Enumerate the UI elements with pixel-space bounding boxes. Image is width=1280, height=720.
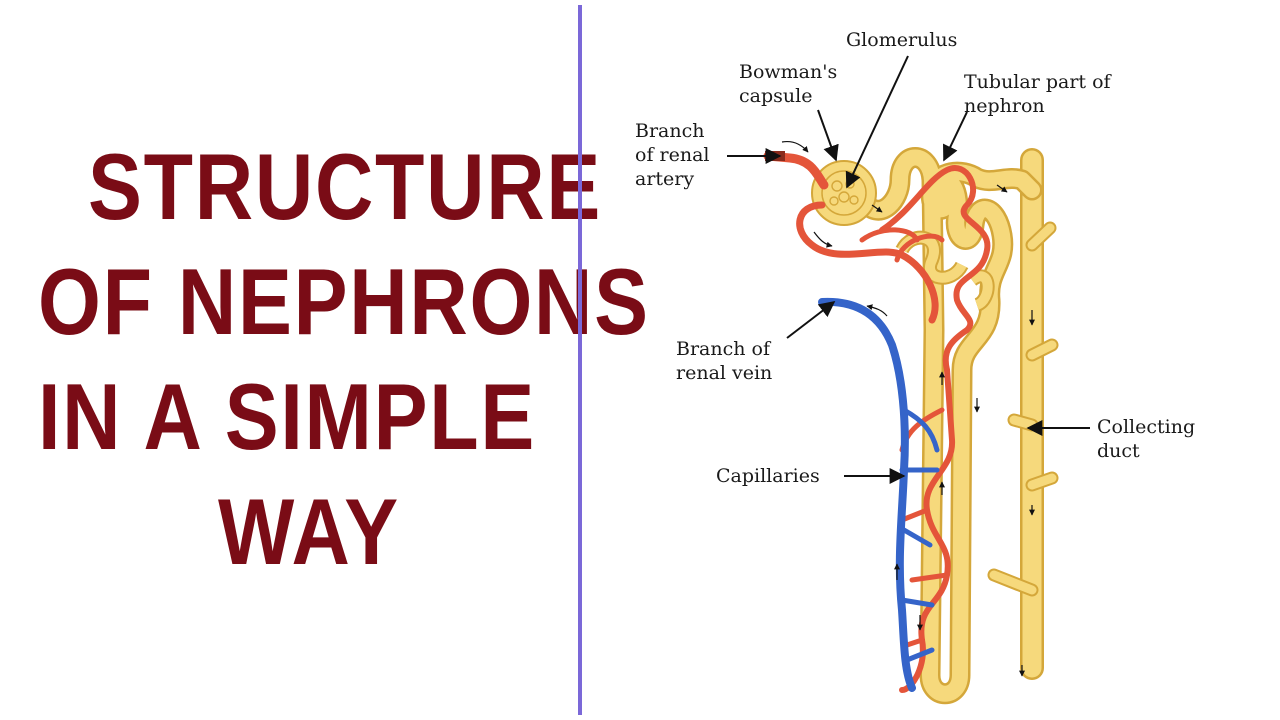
label-tubular-part: Tubular part of nephron [964,71,1111,117]
label-collecting-duct: Collecting duct [1097,416,1196,462]
label-glomerulus: Glomerulus [846,29,958,51]
pointer-bowmans-capsule [817,109,839,162]
pointer-tubular-part [943,111,968,162]
label-pointers [727,55,1090,484]
label-renal-vein: Branch of renal vein [676,338,773,384]
pointer-renal-vein [786,301,836,339]
title-line-3: IN A SIMPLE [38,364,537,469]
nephron-illustration [727,55,1090,705]
vertical-divider [578,5,582,715]
title-line-4: WAY [218,479,400,584]
label-renal-artery: Branch of renal artery [635,120,710,190]
title-line-1: STRUCTURE [88,134,602,239]
nephron-diagram: Glomerulus Bowman's capsule Tubular part… [582,0,1280,720]
label-bowmans-capsule: Bowman's capsule [739,61,838,107]
title-line-2: OF NEPHRONS [38,249,650,354]
label-capillaries: Capillaries [716,465,820,487]
flow-arrows [781,140,1035,677]
bowmans-capsule [811,160,877,226]
pointer-glomerulus [845,55,909,189]
collecting-duct [987,148,1059,680]
renal-tubule [856,147,1043,705]
title-block: STRUCTURE OF NEPHRONS IN A SIMPLE WAY [0,0,648,720]
